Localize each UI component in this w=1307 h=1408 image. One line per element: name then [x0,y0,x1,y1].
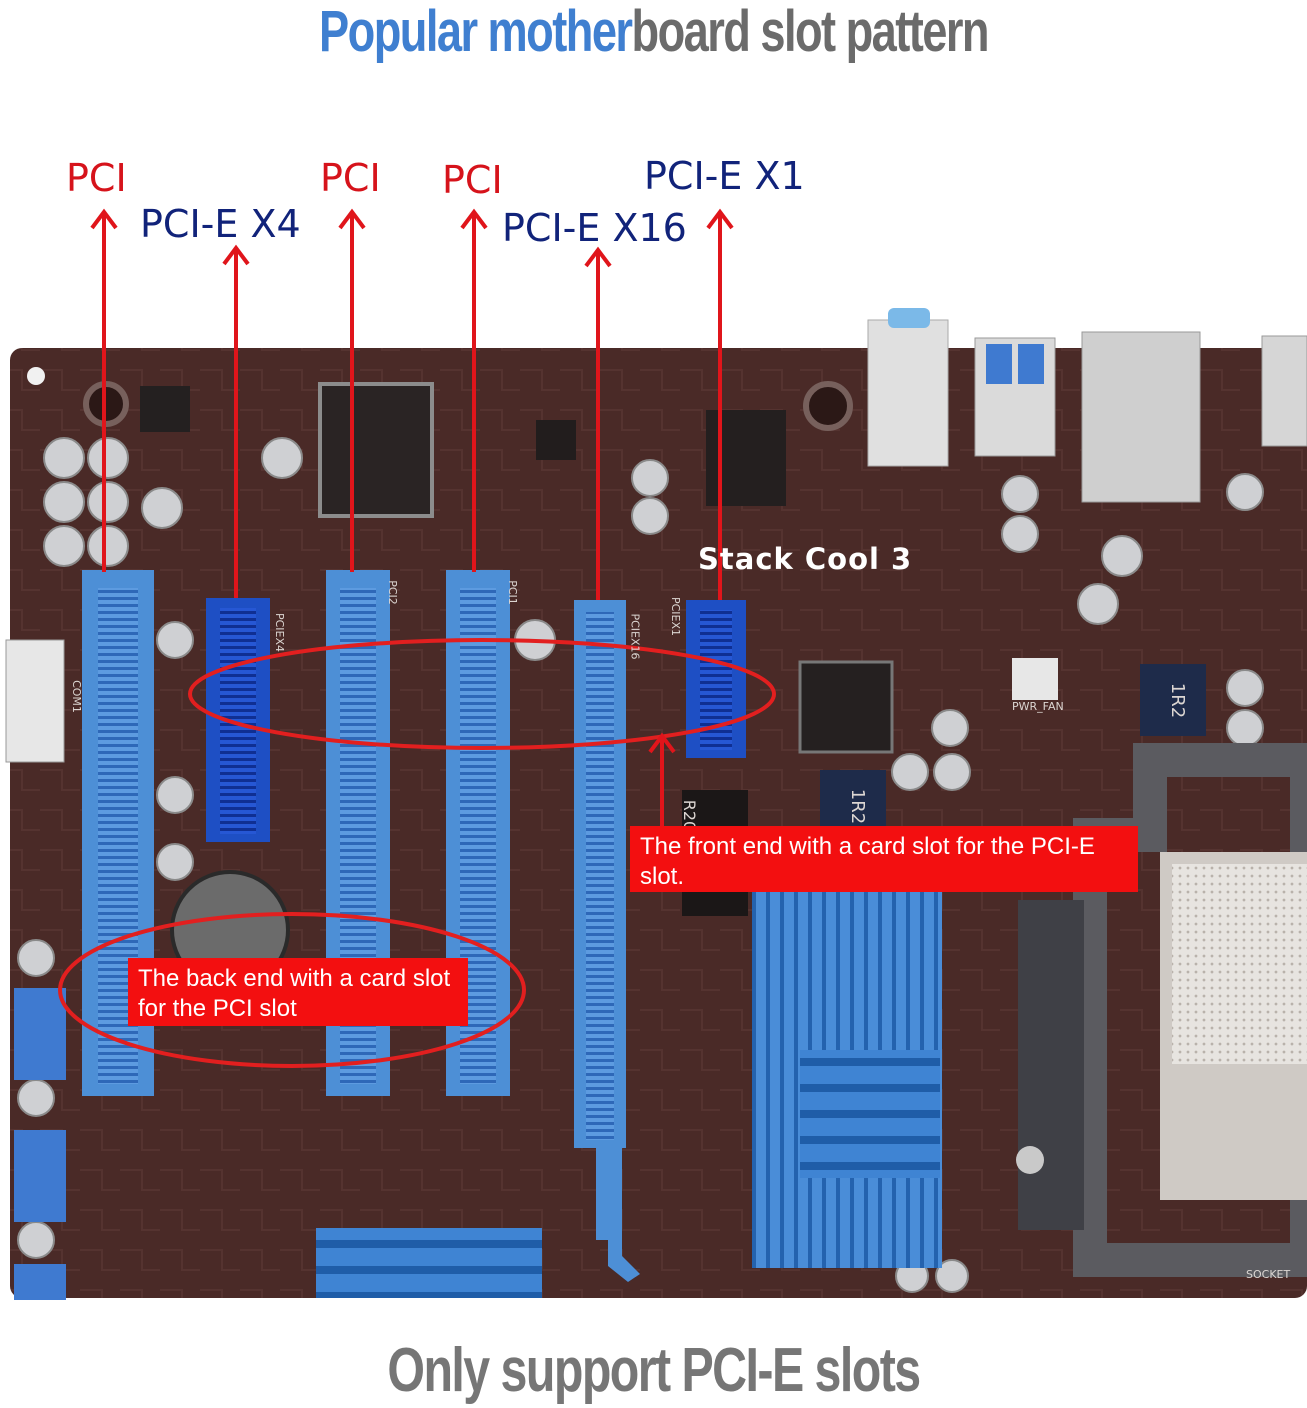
label-pci-1: PCI [66,156,127,200]
page-title: Popular motherboard slot pattern [144,0,1163,70]
title-part-gray: board slot pattern [631,0,989,64]
pcb-text-pciex16: PCIEX16 [628,613,642,660]
footer-note: Only support PCI-E slots [387,1336,921,1405]
back-end-ellipse [58,912,526,1068]
pcb-text-pwr-fan: PWR_FAN [1012,700,1064,713]
label-pcie-x16: PCI-E X16 [502,206,687,250]
front-end-ellipse [188,638,776,750]
title-part-blue: Popular mother [319,0,633,64]
pcb-text-com1: COM1 [69,680,83,713]
slot-pcie-x16 [574,600,640,1282]
arrows [90,208,734,832]
pcb-text-pciex1: PCIEX1 [669,596,683,637]
slot-pcie-x4 [206,598,270,842]
pcb-text-1r2-a: 1R2 [1167,682,1189,719]
mount-hole [27,367,45,385]
pcb-text-socket: SOCKET [1246,1268,1291,1281]
left-connectors [5,639,66,1300]
capacitors [17,437,1264,1293]
callout-back-end: The back end with a card slot for the PC… [128,958,468,1026]
cpu-socket [1016,743,1307,1277]
pcb-text-pciex4: PCIEX4 [273,612,287,653]
stack-cool-label: Stack Cool 3 [698,542,913,576]
pcb-text-pci1: PCI1 [505,580,519,605]
callout-front-end: The front end with a card slot for the P… [630,826,1138,892]
label-pcie-x4: PCI-E X4 [140,202,301,246]
label-pci-2: PCI [320,156,381,200]
chipset-heatsink [316,890,942,1298]
label-pcie-x1: PCI-E X1 [644,154,805,198]
pcb-text-1r2-b: 1R2 [847,788,869,825]
slot-pcie-x1 [686,600,746,758]
rear-io [83,308,1307,503]
slot-pci-1 [82,570,154,1096]
pcb-text-pci2: PCI2 [385,580,399,605]
label-pci-3: PCI [442,158,503,202]
